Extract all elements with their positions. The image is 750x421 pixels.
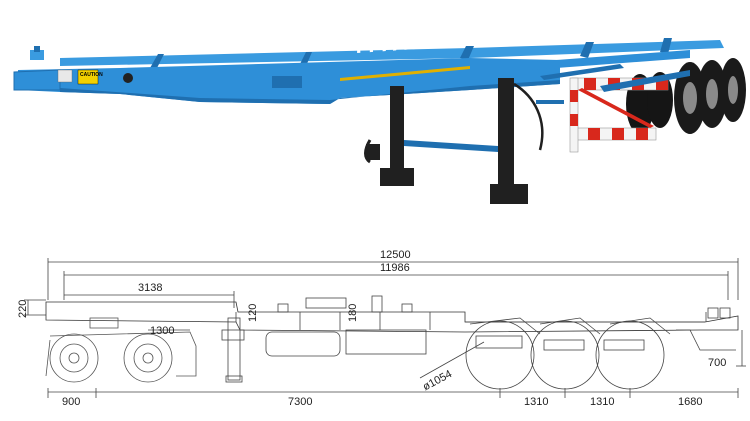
far-rail <box>60 40 724 66</box>
main-rail-shadow <box>60 80 560 104</box>
dim-rear-overhang: 1680 <box>678 396 702 408</box>
dim-front-overhang: 900 <box>62 396 80 408</box>
dim-180: 180 <box>347 304 359 322</box>
kingpin-plate-bolt <box>123 73 133 83</box>
crossmembers <box>150 38 672 70</box>
technical-drawing <box>24 258 746 398</box>
dim-front-section: 3138 <box>138 282 162 294</box>
dim-axle-spacing-1: 1310 <box>524 396 548 408</box>
dim-frame-length: 11986 <box>380 262 410 274</box>
rear-frame <box>530 50 690 92</box>
dim-overall-length: 12500 <box>380 249 411 261</box>
dim-height-220: 220 <box>17 300 29 318</box>
front-twistlock-left <box>30 50 44 60</box>
dim-tire-diameter: ø1054 <box>421 368 454 393</box>
dim-axle-spacing-2: 1310 <box>590 396 614 408</box>
beam-stripe <box>340 66 470 81</box>
dim-120: 120 <box>247 304 259 322</box>
brand-logo: TITAN <box>352 28 430 58</box>
dimension-labels: 12500 11986 3138 220 1300 120 180 ø1054 … <box>17 249 726 408</box>
caution-text: CAUTION <box>80 72 103 78</box>
dim-kingpin-height: 1300 <box>150 325 174 337</box>
front-bumper <box>13 69 61 91</box>
caution-sticker <box>77 69 99 85</box>
dim-leg-to-axle: 7300 <box>288 396 312 408</box>
trailer-photo: CAUTION TITAN <box>13 28 746 204</box>
dim-rear-height: 700 <box>708 357 726 369</box>
landing-legs <box>364 78 564 204</box>
